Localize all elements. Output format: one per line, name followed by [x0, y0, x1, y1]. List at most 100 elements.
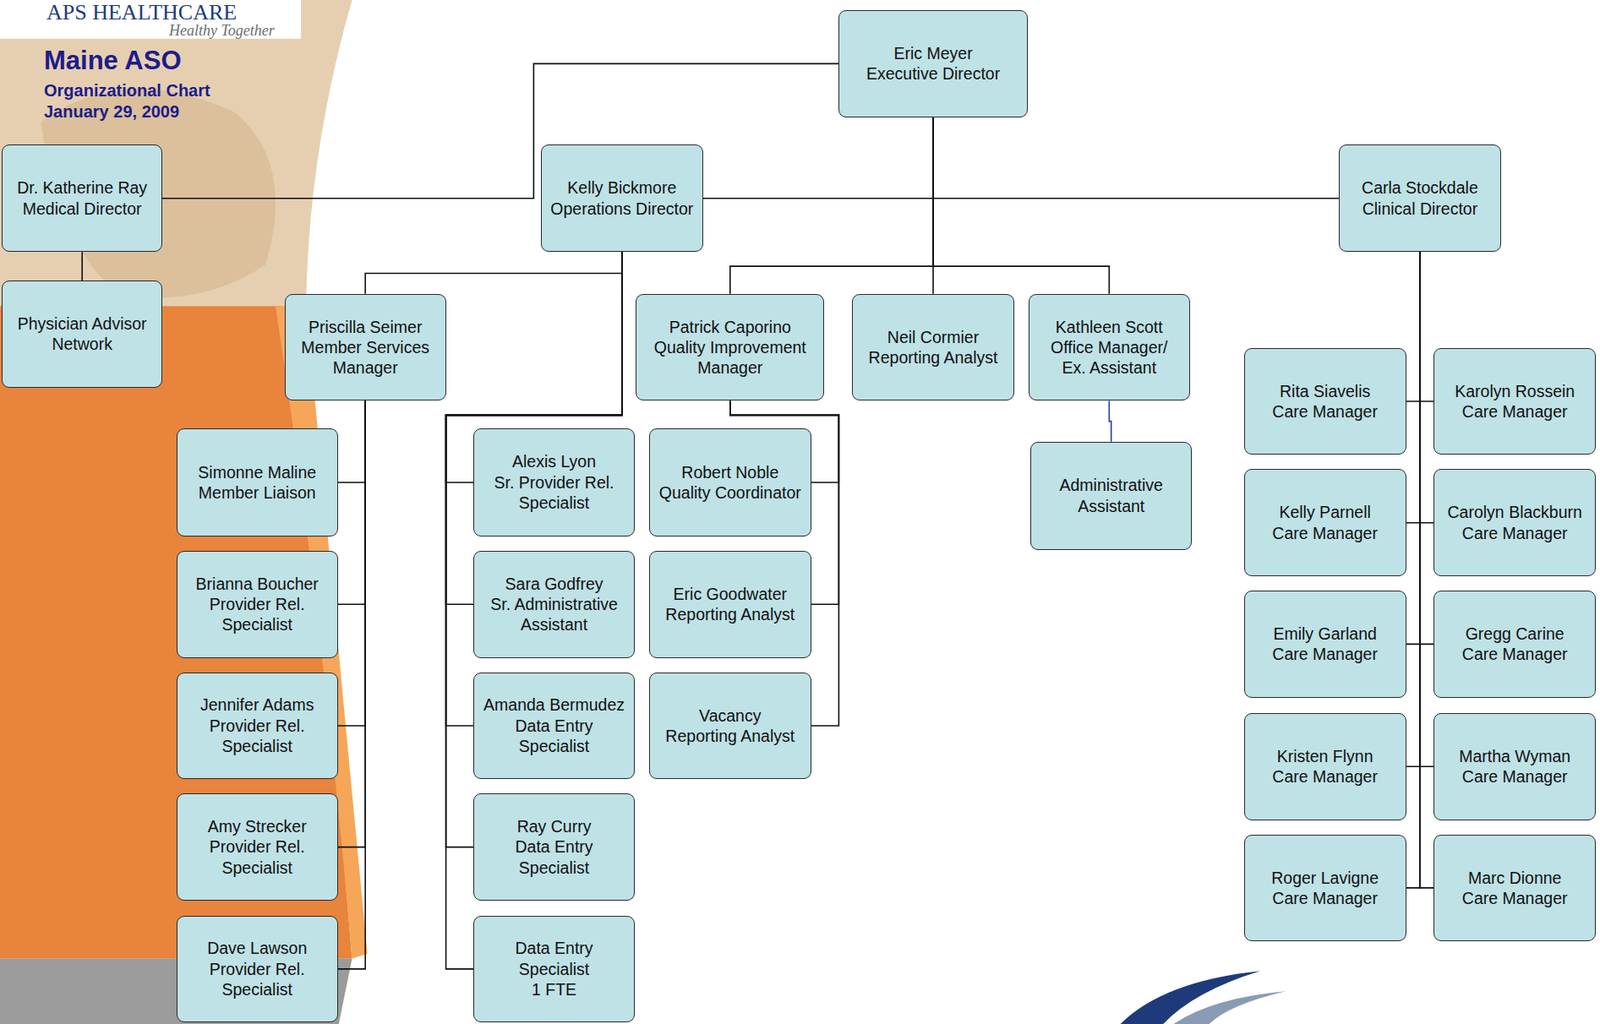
role-title: Care Manager	[1436, 401, 1594, 422]
role-title: Member Liaison	[179, 482, 336, 503]
role-title: Care Manager	[1436, 523, 1594, 544]
org-box: Simonne MalineMember Liaison	[176, 428, 339, 537]
person-name: Karolyn Rossein	[1436, 381, 1594, 402]
org-box: Dr. Katherine RayMedical Director	[1, 144, 163, 252]
reporting-line	[1419, 251, 1434, 767]
role-title: Care Manager	[1246, 766, 1404, 787]
org-box-content: Kelly ParnellCare Manager	[1246, 502, 1404, 544]
org-box-content: Kelly BickmoreOperations Director	[543, 177, 701, 219]
person-name: Dr. Katherine Ray	[4, 177, 160, 198]
reporting-line	[933, 117, 1109, 295]
org-box-content: Amanda BermudezData Entry Specialist	[475, 694, 633, 757]
org-box: Rita SiavelisCare Manager	[1244, 348, 1407, 456]
org-box: Ray CurryData Entry Specialist	[473, 793, 635, 902]
reporting-line	[162, 63, 840, 198]
org-box-content: Physician Advisor Network	[4, 313, 160, 355]
reporting-line	[933, 117, 1339, 199]
org-box: Kristen FlynnCare Manager	[1244, 713, 1407, 821]
reporting-line	[1419, 251, 1434, 524]
org-box: Karolyn RosseinCare Manager	[1433, 348, 1596, 456]
org-box: Gregg CarineCare Manager	[1433, 590, 1596, 699]
reporting-line	[1406, 251, 1420, 402]
person-name: Kelly Parnell	[1246, 502, 1404, 523]
role-title: Provider Rel. Specialist	[179, 715, 336, 758]
person-name: Kelly Bickmore	[543, 177, 701, 198]
role-title: Administrative Assistant	[1032, 475, 1190, 517]
org-box: Marc DionneCare Manager	[1433, 835, 1596, 943]
logo-ground	[1061, 954, 1600, 1024]
org-box: Dave LawsonProvider Rel. Specialist	[176, 916, 339, 1023]
role-title: Operations Director	[543, 198, 701, 219]
role-title: Data Entry Specialist	[491, 836, 618, 879]
role-title: Care Manager	[1436, 888, 1594, 909]
person-name: Roger Lavigne	[1246, 868, 1404, 889]
person-name: Robert Noble	[651, 462, 809, 483]
role-title: Sr. Provider Rel. Specialist	[475, 472, 633, 514]
person-name: Carolyn Blackburn	[1436, 502, 1594, 523]
org-box-content: Rita SiavelisCare Manager	[1246, 381, 1404, 423]
chart-title: Maine ASO	[43, 46, 182, 76]
reporting-line	[1419, 251, 1434, 889]
person-name: Eric Meyer	[840, 43, 1025, 64]
logo-wordmark: APS HEALTHCARE	[46, 0, 237, 26]
role-title: Provider Rel. Specialist	[179, 959, 336, 1001]
person-name: Kathleen Scott	[1031, 316, 1188, 338]
person-name: Kristen Flynn	[1246, 746, 1404, 767]
org-box: Neil CormierReporting Analyst	[851, 294, 1015, 402]
org-box: Carolyn BlackburnCare Manager	[1433, 469, 1596, 577]
role-title: Care Manager	[1436, 766, 1594, 787]
role-title: Care Manager	[1246, 523, 1404, 544]
org-box: Eric MeyerExecutive Director	[838, 10, 1027, 118]
org-box-content: Jennifer AdamsProvider Rel. Specialist	[179, 694, 336, 757]
role-title: Executive Director	[840, 63, 1025, 84]
org-box-content: Martha WymanCare Manager	[1436, 746, 1594, 788]
person-name: Vacancy	[651, 705, 809, 727]
org-box: Emily GarlandCare Manager	[1244, 590, 1407, 699]
role-title: Care Manager	[1246, 644, 1404, 665]
role-title: Provider Rel. Specialist	[179, 594, 336, 636]
person-name: Neil Cormier	[854, 327, 1012, 348]
reporting-line	[1108, 400, 1111, 442]
role-title: Data Entry Specialist 1 FTE	[513, 938, 595, 1000]
org-box: Roger LavigneCare Manager	[1244, 835, 1407, 943]
org-box: Martha WymanCare Manager	[1433, 713, 1596, 821]
org-box: Eric GoodwaterReporting Analyst	[649, 551, 812, 659]
role-title: Medical Director	[4, 198, 160, 219]
org-box: Sara GodfreySr. Administrative Assistant	[473, 551, 635, 659]
org-box: Data Entry Specialist 1 FTE	[473, 916, 635, 1023]
org-box-content: Ray CurryData Entry Specialist	[475, 816, 633, 879]
chart-date: January 29, 2009	[43, 102, 180, 121]
org-box: Jennifer AdamsProvider Rel. Specialist	[176, 672, 339, 781]
role-title: Member Services Manager	[287, 337, 444, 379]
role-title: Sr. Administrative Assistant	[475, 594, 633, 636]
role-title: Reporting Analyst	[651, 604, 809, 625]
person-name: Gregg Carine	[1436, 623, 1594, 645]
org-box-content: Neil CormierReporting Analyst	[854, 327, 1012, 369]
person-name: Priscilla Seimer	[287, 316, 444, 338]
role-title: Quality Coordinator	[651, 482, 809, 503]
org-box-content: Eric GoodwaterReporting Analyst	[651, 584, 809, 626]
org-box-content: Marc DionneCare Manager	[1436, 868, 1594, 910]
org-box-content: Gregg CarineCare Manager	[1436, 623, 1594, 666]
person-name: Amanda Bermudez	[475, 694, 633, 716]
reporting-line	[1419, 251, 1434, 402]
org-box: Priscilla SeimerMember Services Manager	[284, 294, 447, 402]
reporting-line	[338, 400, 366, 847]
reporting-line	[730, 117, 934, 295]
role-title: Quality Improvement Manager	[638, 337, 822, 379]
reporting-line	[1406, 251, 1420, 889]
reporting-line	[1406, 251, 1420, 767]
org-box-content: Brianna BoucherProvider Rel. Specialist	[179, 573, 336, 636]
logo-swoosh	[1173, 991, 1286, 1024]
reporting-line	[1406, 251, 1420, 645]
role-title: Reporting Analyst	[651, 726, 809, 747]
org-box: Brianna BoucherProvider Rel. Specialist	[176, 551, 339, 659]
person-name: Simonne Maline	[179, 462, 336, 483]
org-box-content: Sara GodfreySr. Administrative Assistant	[475, 573, 633, 636]
org-box: Kelly BickmoreOperations Director	[540, 144, 704, 252]
logo-tagline: Healthy Together	[169, 22, 275, 40]
org-box: Carla StockdaleClinical Director	[1338, 144, 1502, 252]
org-box: Administrative Assistant	[1030, 442, 1192, 551]
role-title: Data Entry Specialist	[491, 715, 618, 758]
